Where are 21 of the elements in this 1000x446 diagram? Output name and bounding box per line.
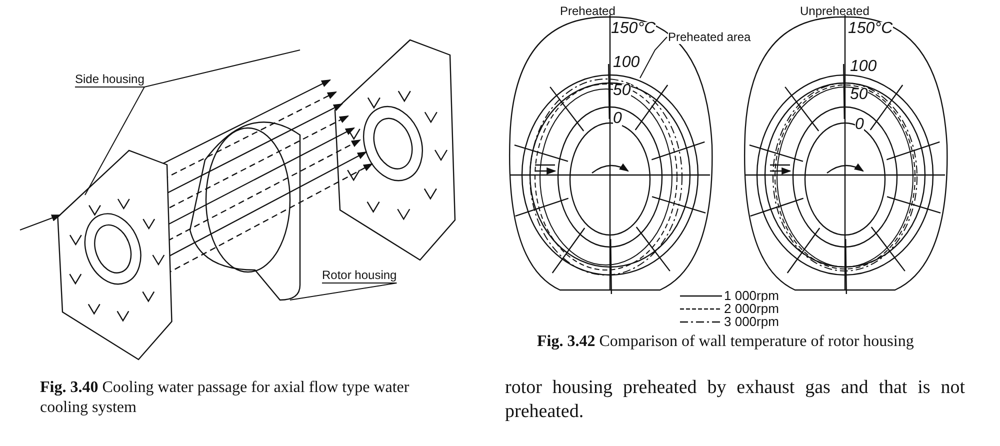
figure-caption: Fig. 3.40 Cooling water passage for axial flow type water cooling system — [40, 378, 410, 418]
chart-title: Preheated — [560, 4, 616, 18]
leader-line — [290, 282, 398, 300]
part-label: Rotor housing — [322, 268, 397, 282]
legend-text: 1 000rpm — [724, 289, 779, 302]
part-label: Preheated area — [668, 30, 751, 44]
scale-value: 0 — [855, 118, 864, 132]
scale-value: 0 — [613, 112, 622, 126]
scale-value: 50 — [850, 88, 868, 102]
scale-value: 150°C — [611, 22, 656, 36]
body-paragraph: rotor housing preheated by exhaust gas and that is not preheated. — [505, 376, 965, 424]
leader-line — [640, 36, 668, 78]
part-label: Side housing — [75, 72, 144, 86]
scale-value: 100 — [613, 56, 640, 70]
scale-value: 150°C — [848, 22, 893, 36]
legend-text: 3 000rpm — [724, 315, 779, 328]
figure-caption: Fig. 3.42 Comparison of wall temperature of rotor housing — [537, 332, 915, 352]
chart-title: Unpreheated — [800, 4, 870, 18]
scale-value: 100 — [850, 60, 877, 74]
scale-value: 50 — [613, 84, 631, 98]
legend-text: 2 000rpm — [724, 302, 779, 315]
